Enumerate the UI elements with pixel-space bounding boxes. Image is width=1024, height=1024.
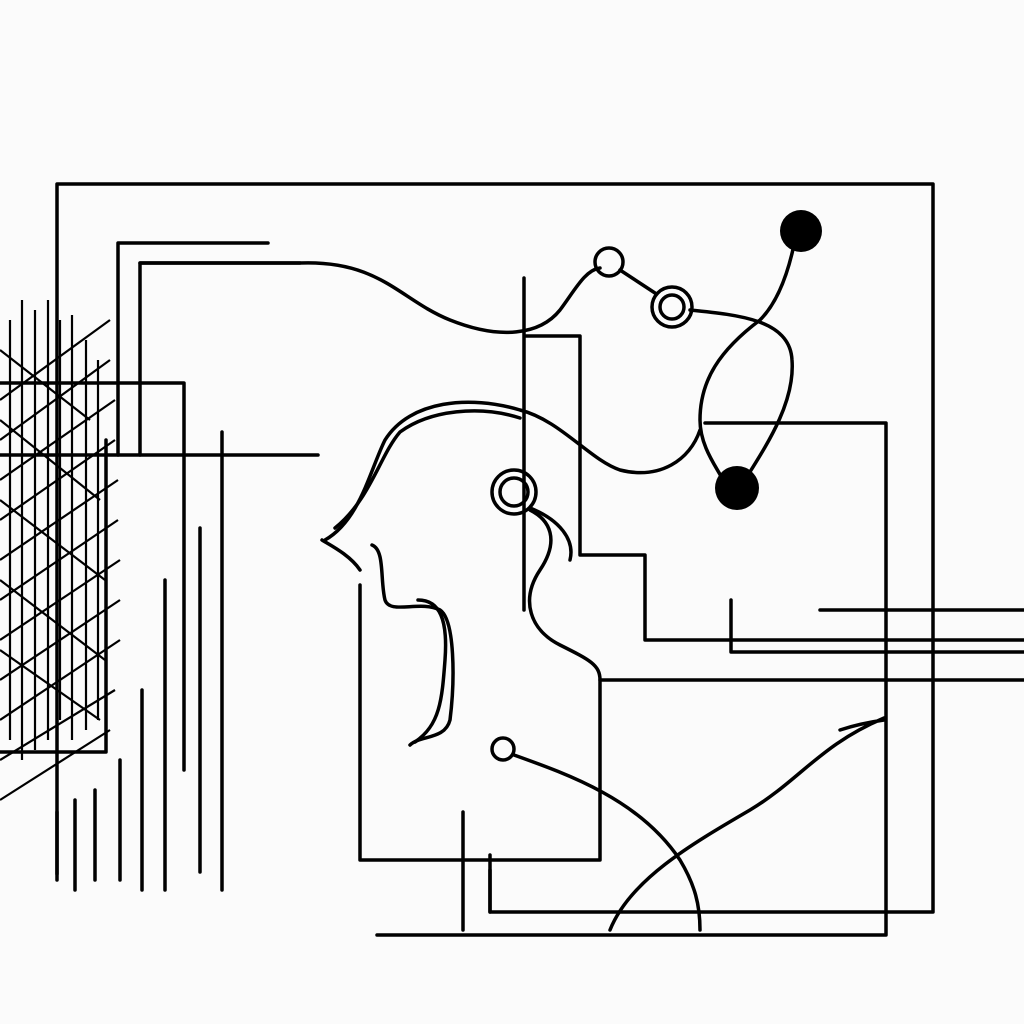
node-connector [618,268,794,477]
hollow-node-small [490,736,516,762]
top-wave-line [138,261,602,335]
left-boxes [0,381,320,772]
vertical-strokes [55,430,224,892]
hollow-node-double [650,285,694,329]
hollow-node [593,246,625,278]
hollow-node-ring-inner [498,476,530,508]
hollow-node-double-inner [658,293,686,321]
lower-verticals [461,810,492,932]
center-column [375,276,1024,937]
filled-node-link [698,238,797,480]
lower-curve [512,716,886,932]
hollow-node-ring [490,468,538,516]
head-profile-inner [320,409,522,744]
head-profile [323,400,702,862]
filled-node [715,466,759,510]
filled-node [780,210,822,252]
right-horizontals [598,608,1024,682]
hatching-texture [0,300,121,801]
ring-tail [528,506,573,562]
